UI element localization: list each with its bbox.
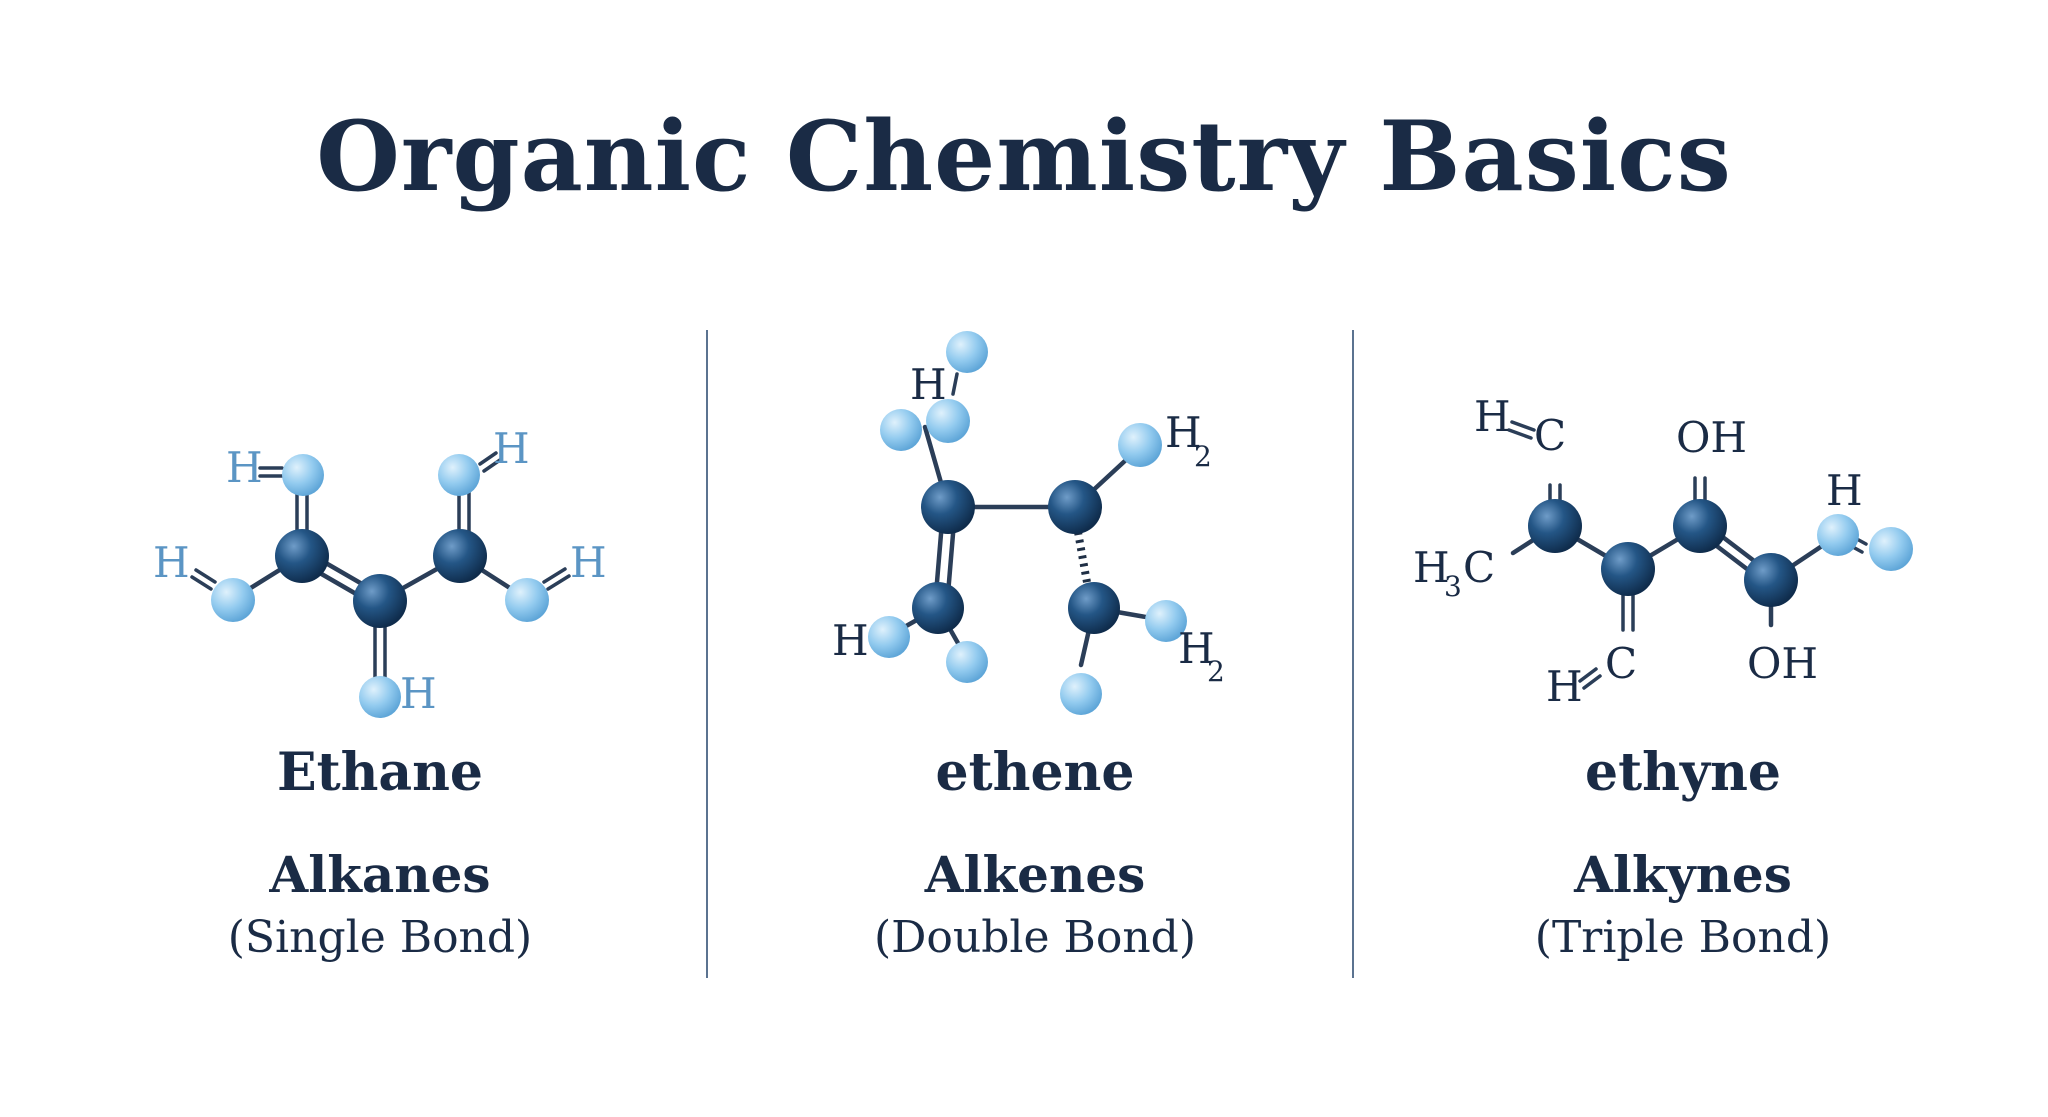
carbon-atom (912, 582, 964, 634)
hydrogen-atom (880, 409, 922, 451)
atom-label: H (910, 360, 947, 409)
class-name: Alkynes (1574, 845, 1792, 904)
atom-label: C (1534, 411, 1566, 460)
hydrogen-atom (868, 616, 910, 658)
hydrogen-atom (1060, 673, 1102, 715)
atom-label: OH (1676, 413, 1747, 462)
panel-alkanes: H H H H H Ethane Alkanes (Single Bond) (50, 320, 710, 1000)
atom-subscript: 2 (1194, 440, 1212, 473)
ethene-molecule-diagram: H H 2 H H 2 (832, 331, 1225, 715)
hydrogen-atom (359, 676, 401, 718)
compound-name: ethene (935, 742, 1135, 803)
carbon-atom (1068, 582, 1120, 634)
hydrogen-atom (946, 331, 988, 373)
atom-label: H (570, 538, 607, 587)
hydrogen-atom (926, 399, 970, 443)
atom-label: H (1546, 662, 1583, 711)
hydrogen-atom (1869, 527, 1913, 571)
atom-label: H (1413, 543, 1450, 592)
carbon-atom (353, 574, 407, 628)
compound-name: ethyne (1584, 742, 1781, 803)
class-name: Alkanes (269, 845, 491, 904)
atom-label: H (1474, 392, 1511, 441)
carbon-atom (921, 480, 975, 534)
hydrogen-atom (946, 641, 988, 683)
hydrogen-atom (1145, 600, 1187, 642)
hydrogen-atom (1817, 514, 1859, 556)
atom-label: H (832, 616, 869, 665)
hydrogen-atom (282, 454, 324, 496)
atom-label: H (153, 538, 190, 587)
bond-type: (Triple Bond) (1534, 912, 1832, 963)
atom-subscript: 3 (1444, 570, 1462, 603)
hydrogen-atom (211, 578, 255, 622)
atom-label: H (1826, 466, 1863, 515)
divider-right (1352, 330, 1354, 978)
atom-label: C (1463, 543, 1495, 592)
panel-alkynes: H C OH H H 3 C H C OH ethyne Alkynes (Tr… (1353, 320, 2013, 1000)
bond-type: (Double Bond) (873, 912, 1197, 963)
class-name: Alkenes (924, 845, 1146, 904)
carbon-atom (1673, 499, 1727, 553)
carbon-atom (433, 529, 487, 583)
atom-label: H (400, 669, 437, 718)
bond-type: (Single Bond) (227, 912, 533, 963)
atom-label: H (493, 424, 530, 473)
atom-label: OH (1747, 639, 1818, 688)
atom-label: C (1605, 639, 1637, 688)
carbon-atom (1048, 480, 1102, 534)
atom-label: H (226, 443, 263, 492)
carbon-atom (1744, 553, 1798, 607)
ethane-molecule-diagram: H H H H H (153, 424, 607, 718)
ethyne-molecule-diagram: H C OH H H 3 C H C OH (1413, 392, 1913, 711)
carbon-atom (1528, 499, 1582, 553)
panel-alkenes: H H 2 H H 2 ethene Alkenes (Double Bond) (705, 320, 1365, 1000)
compound-name: Ethane (276, 742, 484, 803)
atom-subscript: 2 (1207, 655, 1225, 688)
hydrogen-atom (505, 578, 549, 622)
carbon-atom (275, 529, 329, 583)
atom-label: H (1165, 408, 1202, 457)
divider-left (706, 330, 708, 978)
hydrogen-atom (1118, 423, 1162, 467)
page-title: Organic Chemistry Basics (316, 100, 1732, 213)
atom-label: H (1178, 624, 1215, 673)
hydrogen-atom (438, 454, 480, 496)
carbon-atom (1601, 542, 1655, 596)
